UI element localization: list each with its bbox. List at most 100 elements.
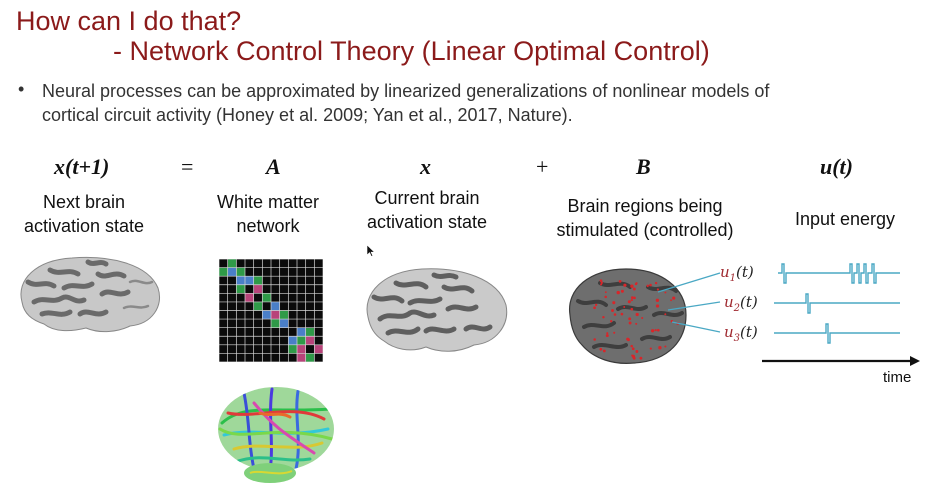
tractography-image — [218, 387, 334, 483]
stimulation-dot — [593, 306, 596, 310]
brain-stimulated-image — [569, 268, 687, 364]
time-axis-arrow-icon — [910, 356, 920, 366]
stimulation-dot — [623, 306, 626, 308]
matrix-cell-pink — [271, 310, 280, 320]
eq-matrix-b: B — [636, 154, 651, 179]
stimulation-dot — [634, 282, 638, 286]
stimulation-dot — [623, 283, 627, 287]
label-next-state: Next brain activation state — [14, 190, 154, 238]
stimulation-dot — [639, 356, 643, 360]
bullet-marker: • — [18, 79, 25, 99]
matrix-cell-blue — [262, 310, 271, 320]
stimulation-dot — [602, 349, 606, 353]
mouse-cursor-icon — [367, 245, 375, 257]
stimulation-dot — [670, 299, 673, 302]
matrix-cell-pink — [297, 353, 306, 362]
matrix-cell-blue — [288, 336, 297, 345]
white-matter-matrix — [219, 259, 323, 362]
stimulation-dot — [641, 316, 644, 320]
stimulation-dot — [599, 347, 603, 351]
label-current-state-line2: activation state — [366, 212, 488, 232]
stimulation-dot — [656, 288, 660, 291]
eq-state-x: x — [420, 154, 431, 179]
matrix-cell-green — [279, 310, 289, 320]
matrix-cell-green — [219, 267, 228, 277]
stimulation-dot — [620, 289, 624, 293]
matrix-cell-green — [253, 276, 263, 285]
stimulation-dot — [594, 303, 598, 307]
label-white-matter-line2: network — [236, 216, 300, 236]
stimulation-dot — [628, 317, 632, 321]
matrix-cell-green — [297, 336, 306, 345]
stimulation-dot — [635, 312, 639, 317]
bullet-line-1: Neural processes can be approximated by … — [42, 81, 770, 101]
stimulation-dot — [593, 338, 596, 341]
connector-line-1 — [657, 272, 721, 293]
stimulation-dot — [650, 329, 655, 333]
stimulation-dot — [628, 321, 632, 325]
stimulation-dot — [604, 291, 607, 294]
slide-title-line2: - Network Control Theory (Linear Optimal… — [113, 36, 710, 66]
matrix-cell-pink — [297, 344, 306, 354]
matrix-cell-green — [236, 284, 245, 294]
stimulation-dot — [632, 287, 636, 291]
time-axis-label: time — [883, 369, 912, 386]
slide-title-line1: How can I do that? — [16, 6, 242, 36]
matrix-cell-pink — [245, 293, 254, 302]
bullet-text: Neural processes can be approximated by … — [42, 79, 912, 127]
stimulation-dot — [649, 283, 652, 287]
brain-next-state-image — [20, 256, 160, 333]
matrix-cell-blue — [245, 276, 254, 285]
stimulation-dot — [616, 290, 620, 295]
input-signals-plot — [657, 263, 920, 366]
stimulation-dot — [664, 291, 667, 294]
eq-plus: + — [536, 154, 549, 179]
matrix-cell-blue — [271, 301, 280, 311]
signal-u2-trace — [774, 293, 900, 314]
stimulation-dot — [602, 315, 605, 319]
bullet-line-2: cortical circuit activity (Honey et al. … — [42, 105, 573, 125]
matrix-cell-green — [271, 319, 280, 328]
eq-input-u: u(t) — [820, 154, 853, 179]
stimulation-dot — [664, 313, 667, 316]
stimulation-dot — [605, 334, 609, 338]
stimulation-dot — [613, 313, 617, 316]
stimulation-dot — [664, 345, 667, 348]
label-current-state: Current brain activation state — [352, 186, 502, 234]
matrix-cell-green — [288, 344, 297, 354]
label-current-state-line1: Current brain — [374, 188, 480, 208]
stimulation-dot — [627, 300, 631, 304]
stimulation-dot — [611, 309, 614, 312]
label-white-matter: White matter network — [203, 190, 333, 238]
matrix-cell-green — [253, 301, 263, 311]
stimulation-dot — [646, 284, 649, 288]
stimulation-dot — [630, 307, 634, 311]
stimulation-dot — [599, 279, 603, 283]
signal-u1-label: u1(t) — [720, 263, 754, 284]
stimulation-dot — [618, 280, 622, 283]
label-stimulated-regions: Brain regions being stimulated (controll… — [535, 194, 755, 242]
stimulation-dot — [635, 322, 638, 325]
stimulation-dot — [612, 301, 616, 305]
stimulation-dot — [630, 299, 633, 302]
signal-u1-trace — [778, 263, 900, 284]
stimulation-dot — [656, 328, 660, 332]
stimulation-dot — [630, 344, 633, 348]
stimulation-dot — [606, 332, 609, 335]
stimulation-dot — [655, 304, 660, 308]
stimulation-dot — [654, 328, 657, 332]
label-white-matter-line1: White matter — [216, 192, 320, 212]
signal-u2-label: u2(t) — [724, 293, 758, 314]
label-next-state-line2: activation state — [23, 216, 145, 236]
label-next-state-line1: Next brain — [42, 192, 126, 212]
stimulation-dot — [654, 281, 658, 285]
stimulation-dot — [655, 298, 660, 302]
stimulation-dot — [632, 356, 636, 360]
stimulation-dot — [633, 296, 636, 300]
connector-line-3 — [671, 321, 721, 333]
stimulation-dot — [620, 312, 624, 316]
matrix-cell-blue — [236, 276, 245, 285]
matrix-cell-pink — [305, 336, 315, 345]
eq-next-state: x(t+1) — [54, 154, 110, 179]
signal-u3-label: u3(t) — [724, 323, 758, 344]
